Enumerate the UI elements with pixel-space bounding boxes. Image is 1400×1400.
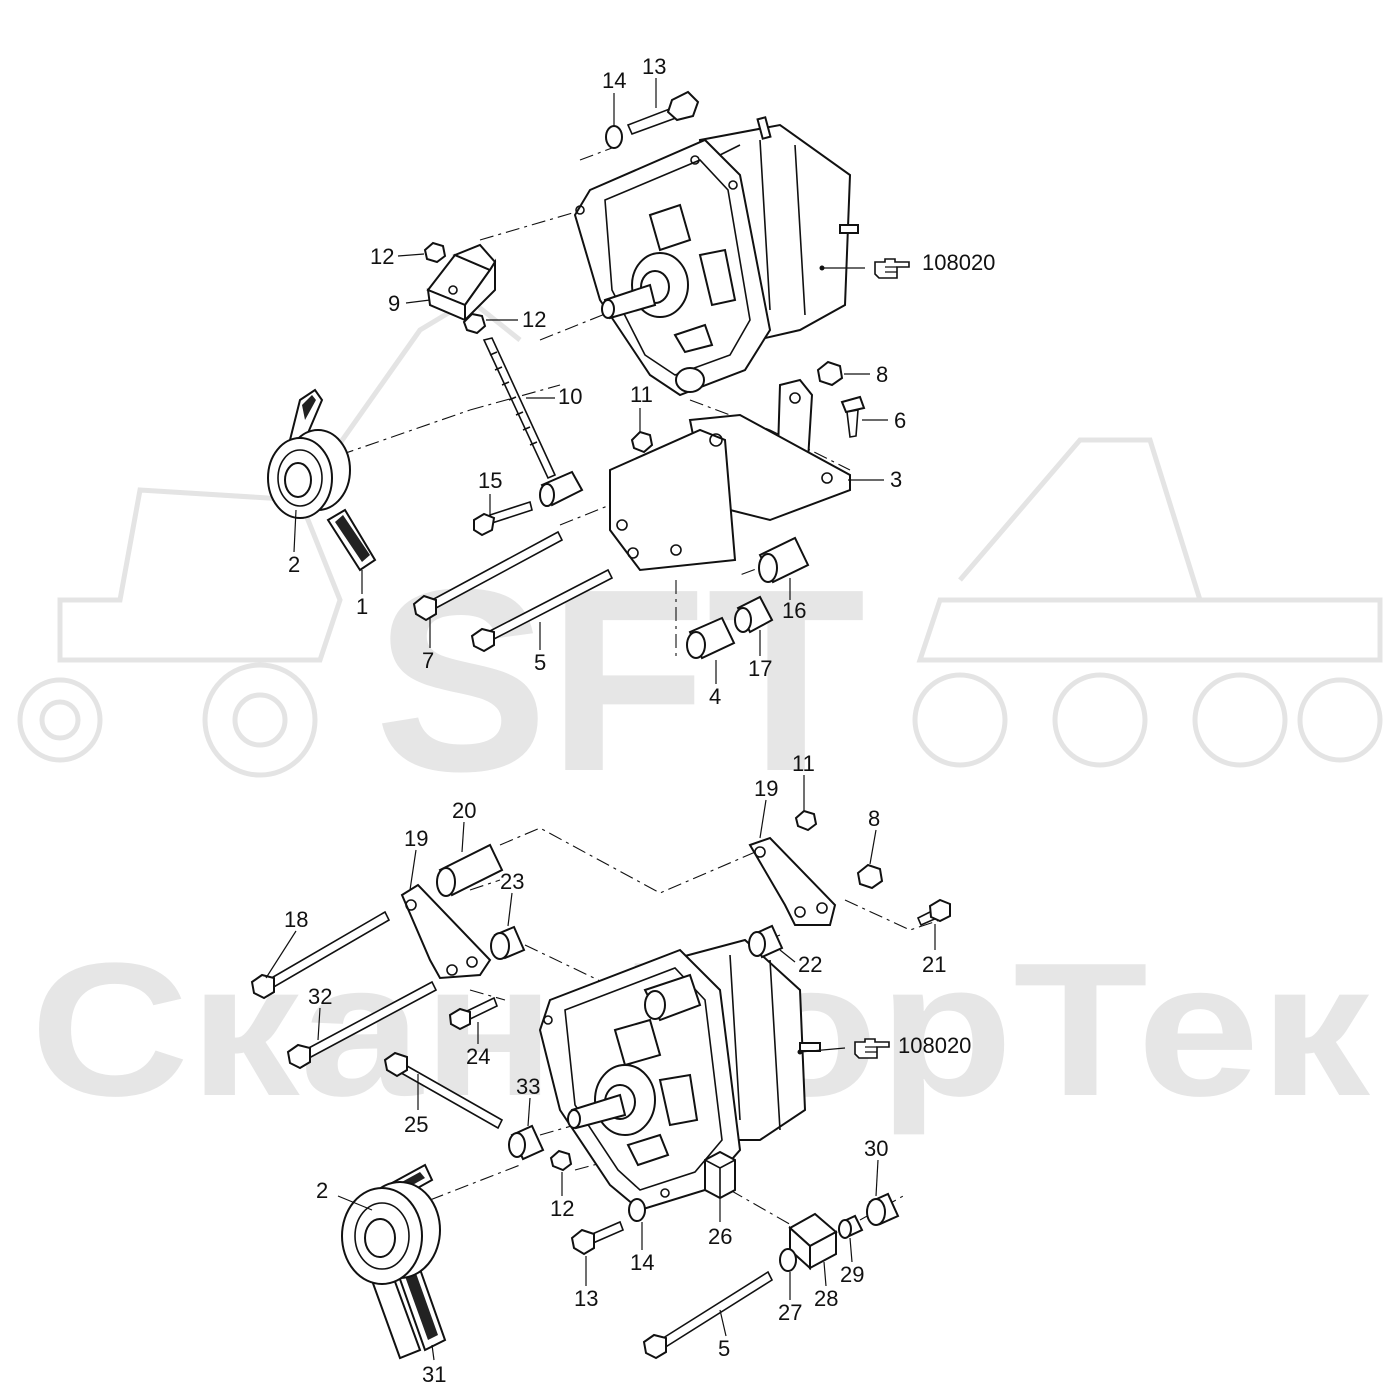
alternator-lower <box>538 938 821 1212</box>
callout-u-9: 9 <box>388 291 400 316</box>
bolt-15-upper <box>473 500 533 537</box>
bolt-6-upper <box>840 395 866 438</box>
callout-l-31: 31 <box>422 1362 446 1387</box>
callout-u-3: 3 <box>890 467 902 492</box>
callout-l-28: 28 <box>814 1286 838 1311</box>
callout-u-1: 1 <box>356 594 368 619</box>
bolt-24-lower <box>448 996 499 1031</box>
bolt-18-lower <box>250 910 391 1000</box>
callout-u-16: 16 <box>782 598 806 623</box>
watermark-logo: SFT <box>374 536 865 826</box>
excavator-watermark-icon <box>912 437 1383 768</box>
nut-12-upper-a <box>423 241 447 264</box>
pulley-2-upper <box>267 429 351 519</box>
nut-8-lower <box>856 863 884 890</box>
upper-leaders <box>293 78 888 684</box>
block-26-lower <box>704 1150 736 1200</box>
block-9-upper <box>426 243 497 323</box>
spacer-4-upper <box>686 616 736 660</box>
link-19-left <box>400 883 492 980</box>
block-28-lower <box>788 1212 838 1271</box>
tractor-watermark-icon <box>17 296 522 778</box>
callout-l-21: 21 <box>922 952 946 977</box>
spacer-30-lower <box>866 1192 900 1226</box>
bolt-13-lower <box>570 1220 625 1256</box>
washer-27-lower <box>779 1248 797 1272</box>
spacer-22-lower <box>748 924 784 959</box>
bolt-21-lower <box>916 898 951 927</box>
pointing-hand-icon <box>874 258 910 279</box>
callout-l-13: 13 <box>574 1286 598 1311</box>
callout-u-15: 15 <box>478 468 502 493</box>
callout-l-12: 12 <box>550 1196 574 1221</box>
link-19-right <box>748 836 837 926</box>
callout-u-10: 10 <box>558 384 582 409</box>
callout-u-14: 14 <box>602 68 626 93</box>
callout-u-7: 7 <box>422 648 434 673</box>
callout-u-17: 17 <box>748 656 772 681</box>
callout-l-23: 23 <box>500 869 524 894</box>
callout-u-2: 2 <box>288 552 300 577</box>
callout-l-5: 5 <box>718 1336 730 1361</box>
spacer-33-lower <box>508 1124 545 1161</box>
callout-l-29: 29 <box>840 1262 864 1287</box>
callout-l-2: 2 <box>316 1178 328 1203</box>
callout-l-24: 24 <box>466 1044 490 1069</box>
rod-25-lower <box>383 1051 504 1130</box>
nut-12-upper-b <box>462 312 487 335</box>
bolt-5-upper <box>470 568 614 653</box>
pulley-2-lower <box>341 1181 441 1285</box>
bolt-7-upper <box>412 530 564 622</box>
pointing-hand-icon <box>854 1038 890 1059</box>
callout-u-13: 13 <box>642 54 666 79</box>
callout-l-30: 30 <box>864 1136 888 1161</box>
spacer-16-upper <box>758 536 810 584</box>
callout-u-5: 5 <box>534 650 546 675</box>
lower-assembly <box>250 809 951 1360</box>
callout-u-6: 6 <box>894 408 906 433</box>
callout-u-4: 4 <box>709 684 721 709</box>
bolt-13-upper <box>626 90 700 136</box>
callout-l-14: 14 <box>630 1250 654 1275</box>
callout-l-27: 27 <box>778 1300 802 1325</box>
nut-11-lower <box>794 809 818 832</box>
rod-10-upper <box>482 337 584 507</box>
callout-u-8: 8 <box>876 362 888 387</box>
nut-8-upper <box>816 360 844 387</box>
upper-assembly <box>267 90 866 660</box>
callout-u-12a: 12 <box>370 244 394 269</box>
alternator-upper <box>573 116 859 397</box>
callout-l-20: 20 <box>452 798 476 823</box>
callout-u-11: 11 <box>630 382 653 407</box>
belt-1-upper <box>288 388 377 572</box>
reference-108020-lower[interactable]: 108020 <box>898 1033 971 1058</box>
callout-l-32: 32 <box>308 984 332 1009</box>
callout-l-18: 18 <box>284 907 308 932</box>
spacer-17-upper <box>734 595 774 634</box>
callout-l-25: 25 <box>404 1112 428 1137</box>
callout-l-19b: 19 <box>404 826 428 851</box>
bushing-29-lower <box>838 1214 864 1239</box>
bolt-32-lower <box>286 980 438 1070</box>
callout-l-33: 33 <box>516 1074 540 1099</box>
spacer-20-lower <box>436 843 504 897</box>
reference-108020-upper[interactable]: 108020 <box>922 250 995 275</box>
callout-l-11: 11 <box>792 751 815 776</box>
bracket-3-upper <box>609 378 851 572</box>
bolt-5-lower <box>642 1270 774 1360</box>
callout-l-19a: 19 <box>754 776 778 801</box>
lower-leaders <box>265 775 936 1361</box>
callout-l-22: 22 <box>798 952 822 977</box>
callout-l-26: 26 <box>708 1224 732 1249</box>
callout-l-8: 8 <box>868 806 880 831</box>
callout-u-12b: 12 <box>522 307 546 332</box>
nut-12-lower <box>549 1149 573 1172</box>
washer-14-lower <box>628 1198 646 1222</box>
spacer-23-lower <box>490 925 526 960</box>
